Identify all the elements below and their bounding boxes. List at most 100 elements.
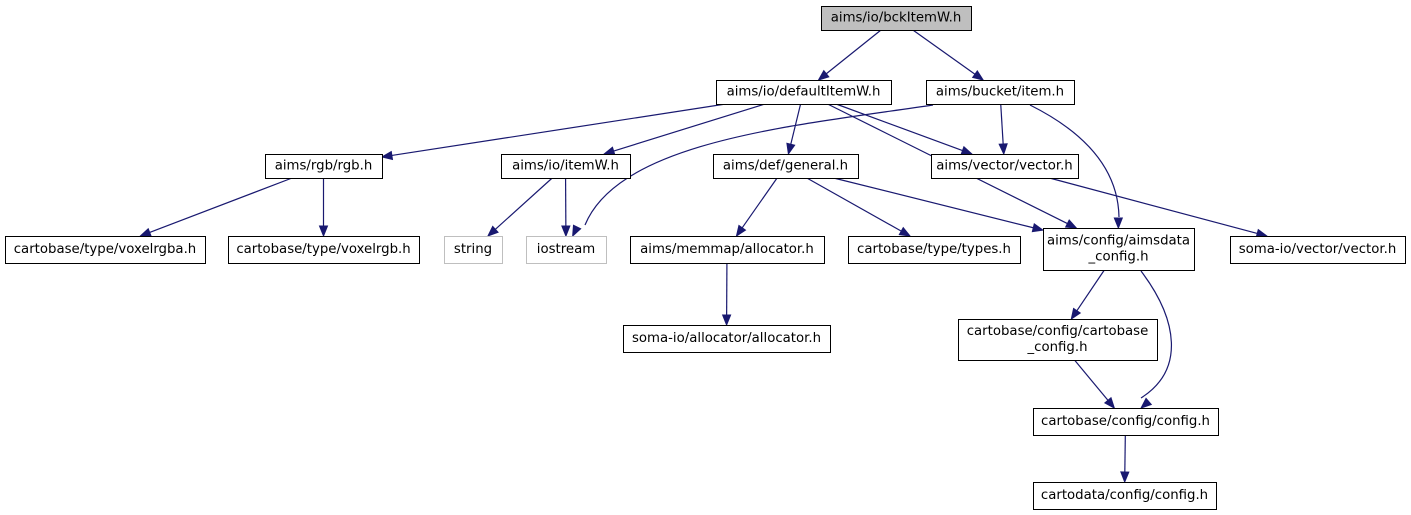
edge-arrowhead (1103, 396, 1116, 410)
edge-itemW-to-string (486, 177, 553, 237)
edge-arrowhead (602, 146, 616, 156)
node-box (1033, 408, 1219, 436)
edge-itemW-to-iostream (561, 177, 571, 238)
edge-line (584, 104, 934, 226)
node-label: aims/bucket/item.h (936, 85, 1064, 100)
edge-arrowhead (318, 225, 329, 238)
edge-arrowhead (572, 224, 582, 238)
node-types[interactable]: cartobase/type/types.h (848, 236, 1021, 264)
edge-arrowhead (1113, 217, 1124, 230)
edge-arrowhead (971, 70, 985, 81)
node-box (713, 154, 859, 179)
nodes-layer: aims/io/bckItemW.h aims/io/defaultItemW.h… (5, 6, 1406, 510)
edge-arrowhead (1070, 307, 1082, 321)
node-box (716, 80, 892, 105)
node-bucketItem[interactable]: aims/bucket/item.h (926, 80, 1075, 105)
node-label: aims/io/defaultItemW.h (727, 85, 881, 100)
node-vector[interactable]: aims/vector/vector.h (931, 154, 1079, 179)
edge-bucketItem-to-iostream (572, 104, 934, 238)
edge-arrowhead (786, 142, 796, 156)
node-label: cartobase/type/types.h (857, 242, 1011, 257)
edge-defaultItemW-to-rgb (380, 103, 726, 161)
edge-line (1000, 103, 1004, 145)
edge-line (806, 177, 902, 232)
edge-line (1076, 269, 1105, 312)
node-box (848, 236, 1021, 264)
node-box (265, 154, 383, 179)
edge-arrowhead (139, 227, 152, 237)
edge-arrowhead (898, 226, 912, 237)
edge-line (833, 177, 1034, 229)
edge-config-to-cartodataConfig (1120, 434, 1130, 484)
edge-arrowhead (1140, 397, 1153, 409)
node-cartodataConfig[interactable]: cartodata/config/config.h (1033, 482, 1217, 510)
node-box (444, 236, 503, 264)
edge-arrowhead (817, 69, 830, 81)
node-voxelrgba[interactable]: cartobase/type/voxelrgba.h (5, 236, 206, 264)
node-aimsdataConfig[interactable]: aims/config/aimsdata_config.h (1043, 228, 1195, 271)
edge-arrowhead (721, 314, 732, 327)
node-label: cartobase/config/cartobase (967, 324, 1149, 339)
node-box (958, 319, 1158, 361)
node-box (926, 80, 1075, 105)
edge-allocator-to-somaAllocator (721, 262, 732, 327)
node-box (931, 154, 1079, 179)
node-config[interactable]: cartobase/config/config.h (1033, 408, 1219, 436)
node-itemW[interactable]: aims/io/itemW.h (501, 154, 631, 179)
node-label: aims/rgb/rgb.h (275, 159, 373, 174)
node-bckItemW[interactable]: aims/io/bckItemW.h (821, 6, 972, 31)
node-somaAllocator[interactable]: soma-io/allocator/allocator.h (623, 325, 831, 353)
edge-line (912, 29, 976, 75)
edge-line (1124, 434, 1126, 473)
edge-defaultItemW-to-itemW (602, 103, 766, 156)
edge-general-to-aimsdataConfig (833, 177, 1045, 233)
edge-line (825, 29, 882, 75)
edge-defaultItemW-to-general (786, 103, 802, 156)
node-general[interactable]: aims/def/general.h (713, 154, 859, 179)
node-label: cartobase/config/config.h (1041, 414, 1210, 429)
edge-arrowhead (998, 143, 1008, 156)
node-allocator[interactable]: aims/memmap/allocator.h (630, 236, 825, 264)
node-voxelrgb[interactable]: cartobase/type/voxelrgb.h (228, 236, 420, 264)
edge-line (1029, 104, 1120, 218)
edge-arrowhead (1031, 223, 1045, 233)
edge-bucketItem-to-vector (998, 103, 1008, 156)
node-label: soma-io/allocator/allocator.h (632, 331, 821, 346)
node-label: _config.h (1027, 340, 1088, 355)
node-label: _config.h (1088, 250, 1149, 265)
edge-rgb-to-voxelrgb (318, 178, 329, 238)
node-defaultItemW[interactable]: aims/io/defaultItemW.h (716, 80, 892, 105)
node-iostream[interactable]: iostream (526, 236, 607, 264)
node-label: string (454, 242, 492, 257)
edge-line (613, 103, 766, 152)
node-label: aims/config/aimsdata (1047, 234, 1190, 249)
node-label: aims/def/general.h (723, 159, 848, 174)
node-box (501, 154, 631, 179)
edge-aimsdataConfig-to-cartobaseConfig (1070, 269, 1105, 321)
node-cartobaseConfig[interactable]: cartobase/config/cartobase_config.h (958, 319, 1158, 361)
node-label: aims/io/itemW.h (512, 159, 619, 174)
edge-vector-to-somaVector (1049, 177, 1269, 238)
edge-general-to-types (806, 177, 912, 237)
node-string[interactable]: string (444, 236, 503, 264)
node-somaVector[interactable]: soma-io/vector/vector.h (1230, 236, 1406, 264)
edge-line (790, 103, 802, 145)
node-label: soma-io/vector/vector.h (1239, 242, 1397, 257)
edge-line (1049, 177, 1258, 235)
edge-defaultItemW-to-vector (835, 103, 974, 155)
node-box (821, 6, 972, 31)
edge-bckItemW-to-bucketItem (912, 29, 985, 81)
edge-line (835, 103, 963, 152)
node-box (5, 236, 206, 264)
edge-arrowhead (1120, 471, 1130, 484)
edge-bckItemW-to-defaultItemW (817, 29, 882, 81)
edge-bucketItem-to-aimsdataConfig (1029, 104, 1124, 230)
node-rgb[interactable]: aims/rgb/rgb.h (265, 154, 383, 179)
node-label: cartobase/type/voxelrgba.h (14, 242, 196, 257)
node-label: aims/io/bckItemW.h (831, 11, 962, 26)
edge-line (494, 177, 553, 230)
edge-arrowhead (380, 150, 394, 161)
edge-arrowhead (960, 145, 974, 155)
node-box (1033, 482, 1217, 510)
